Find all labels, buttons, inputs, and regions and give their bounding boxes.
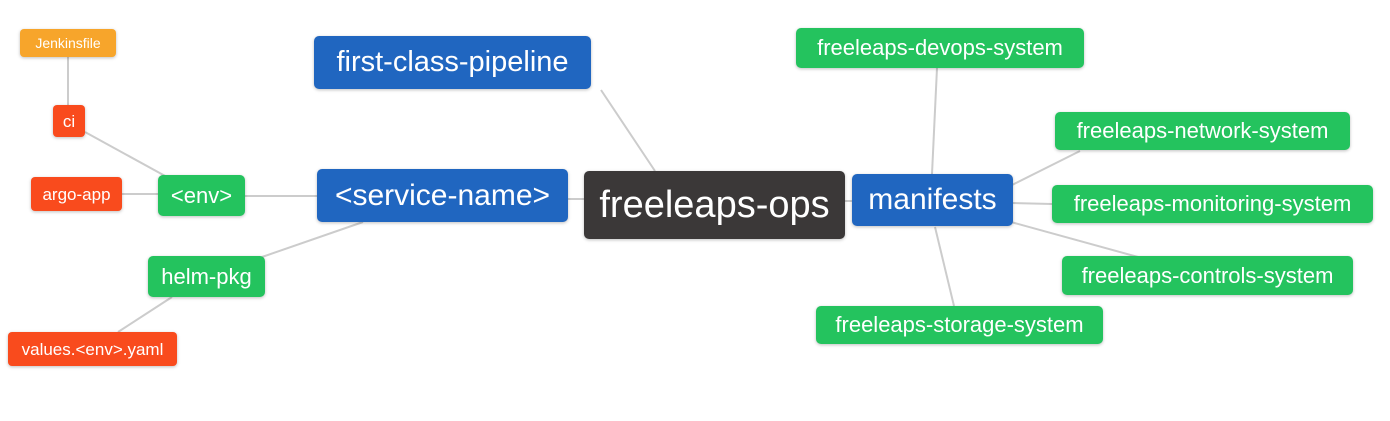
node-values-env-yaml[interactable]: values.<env>.yaml [8,332,177,366]
node-service-name[interactable]: <service-name> [317,169,568,222]
edge-service-name-helm-pkg [261,221,364,258]
node-argo-app[interactable]: argo-app [31,177,122,211]
node-freeleaps-network-system[interactable]: freeleaps-network-system [1055,112,1350,150]
edge-helm-pkg-values [117,296,173,333]
node-env[interactable]: <env> [158,175,245,216]
node-freeleaps-devops-system[interactable]: freeleaps-devops-system [796,28,1084,68]
edge-pipeline-freeleaps-ops [600,89,656,172]
node-ci[interactable]: ci [53,105,85,137]
node-freeleaps-controls-system[interactable]: freeleaps-controls-system [1062,256,1353,295]
node-freeleaps-monitoring-system[interactable]: freeleaps-monitoring-system [1052,185,1373,223]
edge-manifests-monitoring-system [1011,202,1053,205]
edge-manifests-devops-system [931,67,938,175]
node-manifests[interactable]: manifests [852,174,1013,226]
node-first-class-pipeline[interactable]: first-class-pipeline [314,36,591,89]
edge-ci-env [84,131,168,178]
node-freeleaps-ops[interactable]: freeleaps-ops [584,171,845,239]
edge-manifests-controls-system [1010,221,1139,258]
node-helm-pkg[interactable]: helm-pkg [148,256,265,297]
node-jenkinsfile[interactable]: Jenkinsfile [20,29,116,57]
edge-manifests-network-system [1011,150,1081,186]
edge-manifests-storage-system [934,226,955,307]
node-freeleaps-storage-system[interactable]: freeleaps-storage-system [816,306,1103,344]
